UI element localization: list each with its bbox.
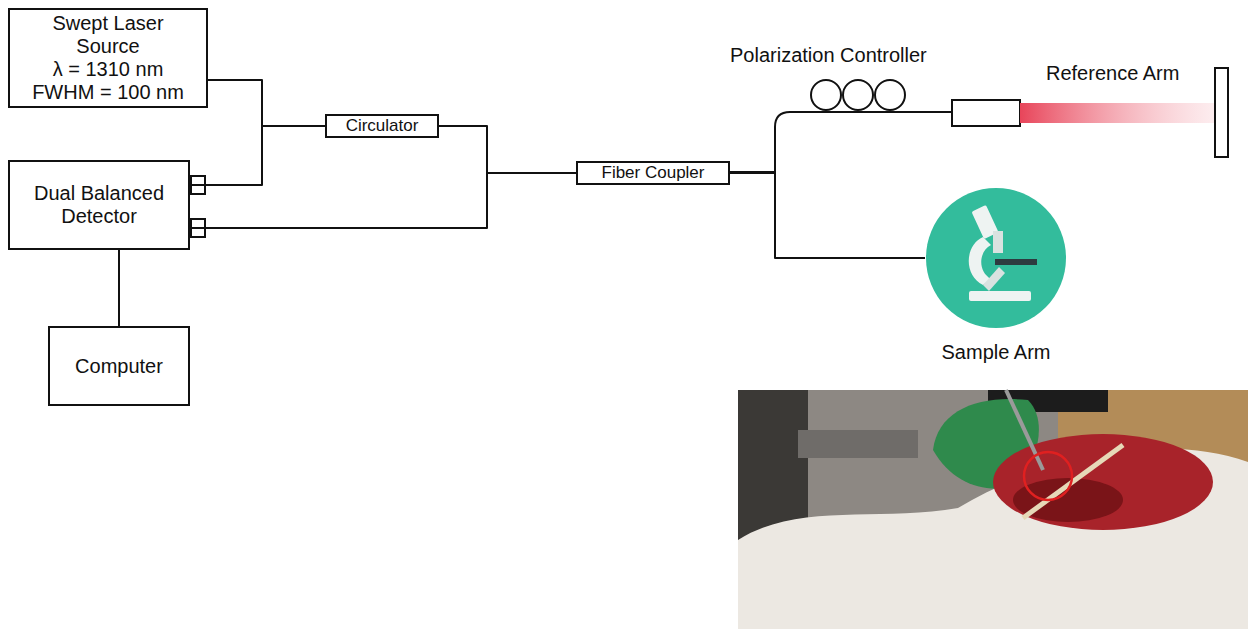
fiber-connector xyxy=(208,80,325,126)
photo-background xyxy=(738,390,1248,629)
node-label: Sample Arm xyxy=(942,341,1051,364)
polarization-loop xyxy=(875,80,905,110)
fiber-connector xyxy=(190,126,325,185)
photo-highlight-circle xyxy=(1024,452,1072,500)
photo-tissue xyxy=(993,434,1213,530)
process-box: Computer xyxy=(48,326,190,406)
process-box: Circulator xyxy=(325,114,439,138)
reference-fiber xyxy=(730,112,952,172)
process-box: Fiber Coupler xyxy=(576,161,730,185)
photo-swab xyxy=(1023,445,1123,518)
node-label: Fiber Coupler xyxy=(602,163,705,183)
collimator xyxy=(952,100,1020,126)
reference-mirror xyxy=(1215,68,1228,157)
icon-disc xyxy=(926,188,1066,328)
sample-arm-icon: Sample Arm xyxy=(925,187,1067,329)
microscope-base xyxy=(969,291,1031,301)
fiber-connector xyxy=(118,250,120,326)
node-label: Dual Balanced Detector xyxy=(18,182,180,228)
microscope-objective xyxy=(993,231,1003,253)
light-beam xyxy=(1020,103,1215,123)
microscope-arm xyxy=(969,237,991,285)
photo-rod xyxy=(1006,390,1043,470)
fiber-connector xyxy=(730,173,925,258)
microscope-stage xyxy=(995,259,1037,265)
microscope-stand xyxy=(983,267,1005,291)
microscope-icon xyxy=(925,187,1067,329)
surgery-photo xyxy=(738,390,1248,629)
node-label: Circulator xyxy=(346,116,419,136)
photo-tape xyxy=(798,430,918,458)
polarization-loop xyxy=(811,80,841,110)
part-label: Reference Arm xyxy=(1046,62,1179,85)
part-label: Polarization Controller xyxy=(730,44,927,67)
node-label: Computer xyxy=(75,355,163,378)
node-label: Swept Laser Source xyxy=(18,12,198,58)
node-label: FWHM = 100 nm xyxy=(32,81,184,104)
process-box: Swept Laser Sourceλ = 1310 nmFWHM = 100 … xyxy=(8,8,208,108)
process-box: Dual Balanced Detector xyxy=(8,160,190,250)
fiber-connector xyxy=(190,173,576,228)
polarization-loop xyxy=(843,80,873,110)
node-label: λ = 1310 nm xyxy=(53,58,164,81)
fiber-connector xyxy=(439,126,576,173)
